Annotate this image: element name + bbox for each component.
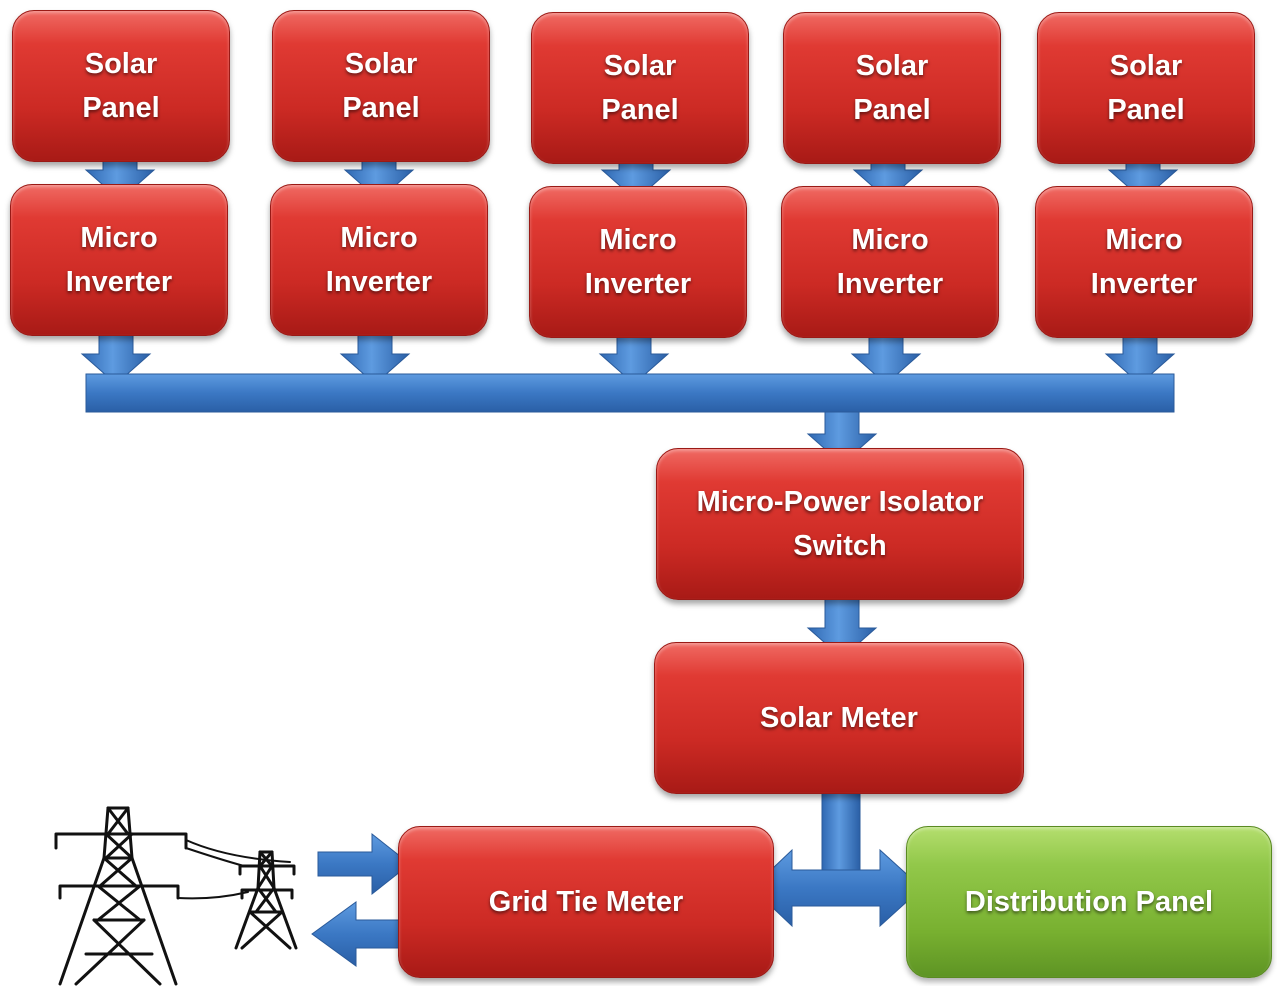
micro-inverter-label: Inverter xyxy=(325,266,433,298)
solar-panel-label: Panel xyxy=(82,92,160,124)
micro-inverter-label: Micro xyxy=(340,222,418,254)
micro-inverter-label: Micro xyxy=(599,224,677,256)
isolator-label: Micro-Power Isolator xyxy=(696,486,984,518)
grid-tie-meter-box: Grid Tie Meter xyxy=(398,826,774,978)
solar-panel-label: Panel xyxy=(601,94,679,126)
solar-panel-label: Solar xyxy=(603,50,677,82)
solar-panel-label: Solar xyxy=(84,48,158,80)
solar-panel-label: Panel xyxy=(342,92,420,124)
micro-inverter-label: Micro xyxy=(851,224,929,256)
meter-connector xyxy=(821,779,861,881)
micro-inverter-label: Micro xyxy=(1105,224,1183,256)
micro-inverter-label: Inverter xyxy=(1090,268,1198,300)
distribution-panel-box: Distribution Panel xyxy=(906,826,1272,978)
distribution-panel-label: Distribution Panel xyxy=(964,886,1214,918)
solar-panel-label: Panel xyxy=(1107,94,1185,126)
solar-panel-label: Solar xyxy=(344,48,418,80)
micro-inverter-label: Inverter xyxy=(836,268,944,300)
micro-inverter-label: Micro xyxy=(80,222,158,254)
micro-inverter-label: Inverter xyxy=(65,266,173,298)
solar-panel-label: Panel xyxy=(853,94,931,126)
grid-tie-meter-label: Grid Tie Meter xyxy=(488,886,684,918)
micro-inverter-label: Inverter xyxy=(584,268,692,300)
bus-bar xyxy=(85,373,1175,413)
grid-import-arrow xyxy=(317,832,411,896)
solar-meter-box: Solar Meter xyxy=(654,642,1024,794)
solar-panel-label: Solar xyxy=(1109,50,1183,82)
solar-panel-label: Solar xyxy=(855,50,929,82)
isolator-label: Switch xyxy=(793,530,887,562)
solar-meter-label: Solar Meter xyxy=(760,702,918,734)
